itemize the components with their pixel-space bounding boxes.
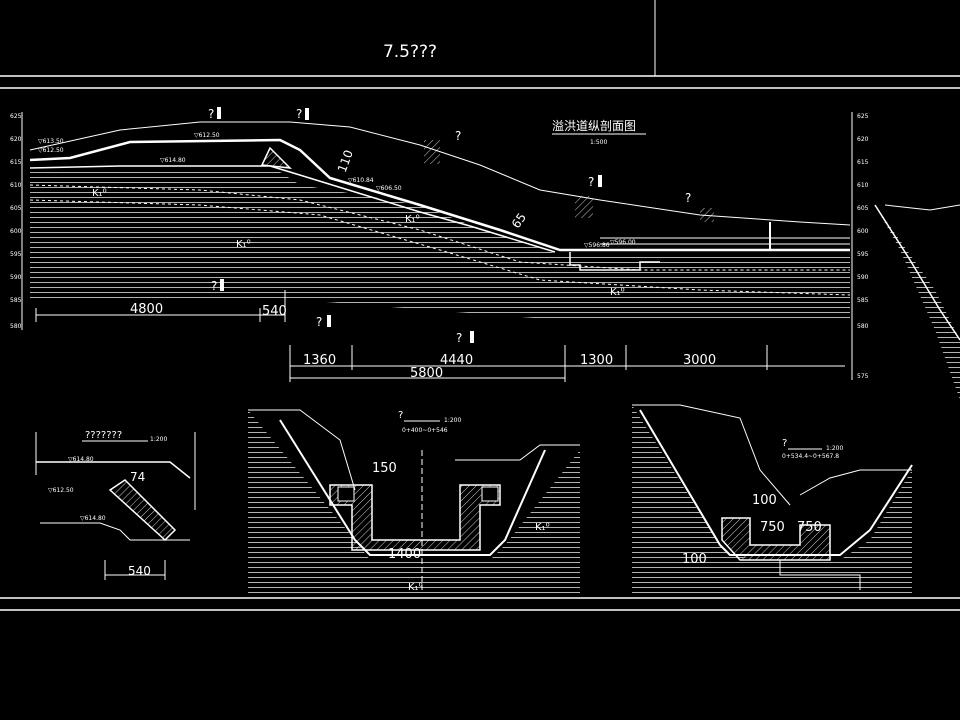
svg-text:▽614.80: ▽614.80 (68, 456, 94, 463)
svg-text:595: 595 (10, 251, 22, 258)
svg-text:?: ? (398, 410, 403, 421)
weir-crest (260, 146, 293, 169)
rock-hatch-main (30, 172, 850, 320)
svg-text:615: 615 (857, 159, 869, 166)
detail-left: ??????? 1:200 ▽614.80 ▽612.50 ▽614.80 74… (35, 430, 196, 580)
mid-rock-2: K₁⁰ (408, 582, 423, 593)
svg-text:575: 575 (857, 373, 869, 380)
profile-scale: 1:500 (590, 139, 607, 146)
svg-text:1:200: 1:200 (444, 417, 461, 424)
elevation-scale-left: 625 620 615 610 605 600 595 590 585 580 (10, 113, 22, 330)
svg-text:605: 605 (857, 205, 869, 212)
svg-text:?: ? (782, 438, 787, 449)
slope-label-2: 65 (509, 210, 529, 231)
title-block (0, 0, 960, 89)
dim-540: 540 (262, 304, 287, 319)
svg-text:615: 615 (10, 159, 22, 166)
mid-rock-1: K₁⁰ (535, 522, 550, 533)
svg-text:▽614.80: ▽614.80 (160, 157, 186, 164)
mid-dim-150: 150 (372, 461, 397, 476)
right-dim-100a: 100 (752, 493, 777, 508)
svg-text:625: 625 (857, 113, 869, 120)
sheet-title: 7.5??? (382, 42, 438, 62)
slope-label-1: 110 (335, 148, 356, 174)
dim-3000: 3000 (683, 353, 716, 368)
rock-label-1: K₁⁰ (92, 188, 107, 199)
svg-text:580: 580 (857, 323, 869, 330)
svg-text:625: 625 (10, 113, 22, 120)
dim-1360: 1360 (303, 353, 336, 368)
svg-text:610: 610 (10, 182, 22, 189)
svg-text:▽612.50: ▽612.50 (38, 147, 64, 154)
mark-5: ? (685, 191, 691, 205)
svg-text:585: 585 (10, 297, 22, 304)
detail-dim-74: 74 (130, 470, 145, 484)
svg-text:600: 600 (10, 228, 22, 235)
mark-7: ? (316, 315, 322, 329)
svg-text:590: 590 (10, 274, 22, 281)
mid-dim-1400: 1400 (388, 547, 421, 562)
svg-text:▽613.50: ▽613.50 (38, 138, 64, 145)
detail-dim-540: 540 (128, 564, 151, 578)
profile-title: 溢洪道纵剖面图 (552, 119, 636, 133)
right-partial-section (874, 204, 960, 400)
lower-frame (0, 597, 960, 611)
right-dim-750a: 750 (760, 520, 785, 535)
mark-1: ? (208, 107, 214, 121)
elevation-scale-right: 625 620 615 610 605 600 595 590 585 580 … (857, 113, 869, 380)
dim-5800: 5800 (410, 366, 443, 381)
svg-text:620: 620 (857, 136, 869, 143)
svg-text:595: 595 (857, 251, 869, 258)
section-middle: ? 1:200 0+400~0+546 150 1400 K₁⁰ K₁⁰ (248, 409, 580, 595)
dim-4800: 4800 (130, 302, 163, 317)
svg-text:620: 620 (10, 136, 22, 143)
channel-profile-2 (29, 165, 556, 253)
rock-label-4: K₁⁰ (610, 287, 625, 298)
svg-text:▽596.86: ▽596.86 (584, 242, 610, 249)
channel-profile (29, 138, 850, 252)
detail-title: ??????? (85, 430, 122, 441)
svg-text:▽614.80: ▽614.80 (80, 515, 106, 522)
svg-text:▽612.50: ▽612.50 (48, 487, 74, 494)
svg-text:0+534.4~0+567.8: 0+534.4~0+567.8 (782, 453, 839, 460)
svg-text:610: 610 (857, 182, 869, 189)
svg-text:▽596.00: ▽596.00 (610, 239, 636, 246)
right-dim-100b: 100 (682, 552, 707, 567)
svg-text:0+400~0+546: 0+400~0+546 (402, 427, 448, 434)
dim-4440: 4440 (440, 353, 473, 368)
mark-4: ? (588, 175, 594, 189)
mark-8: ? (456, 331, 462, 345)
main-profile: ? ? ? ? ? ? ? ? 溢洪道纵剖面图 1:500 110 65 K₁⁰… (10, 107, 869, 382)
ground-line (29, 121, 851, 226)
svg-text:580: 580 (10, 323, 22, 330)
svg-text:1:200: 1:200 (150, 436, 167, 443)
mark-3: ? (455, 129, 461, 143)
mark-6: ? (211, 279, 217, 293)
rock-label-3: K₁⁰ (405, 214, 420, 225)
svg-text:600: 600 (857, 228, 869, 235)
right-dim-750b: 750 (797, 520, 822, 535)
svg-text:1:200: 1:200 (826, 445, 843, 452)
svg-text:▽606.50: ▽606.50 (376, 185, 402, 192)
svg-text:585: 585 (857, 297, 869, 304)
dim-1300: 1300 (580, 353, 613, 368)
svg-text:▽610.84: ▽610.84 (348, 177, 374, 184)
mark-2: ? (296, 107, 302, 121)
rock-label-2: K₁⁰ (236, 239, 251, 250)
svg-text:▽612.50: ▽612.50 (194, 132, 220, 139)
section-right: ? 1:200 0+534.4~0+567.8 100 750 750 100 (632, 404, 913, 595)
svg-text:605: 605 (10, 205, 22, 212)
svg-text:590: 590 (857, 274, 869, 281)
